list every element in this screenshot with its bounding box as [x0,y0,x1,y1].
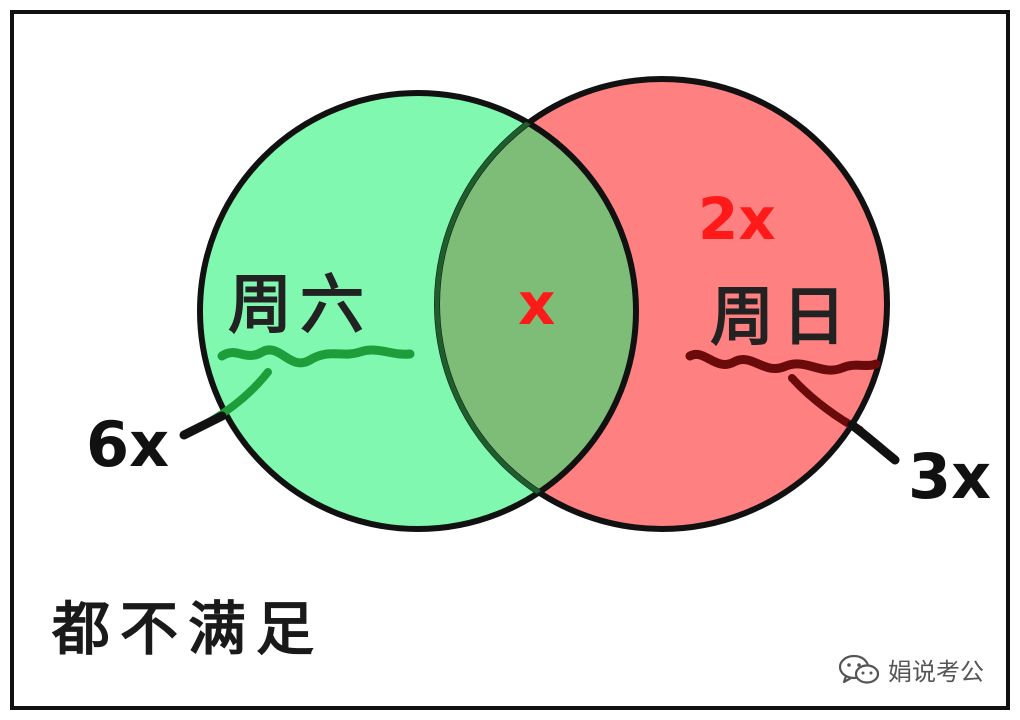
set-left-label: 周六 [228,269,372,343]
right-label-underline [685,349,881,375]
intersection-count-label: x [518,270,556,338]
right-count-pointer-tail [847,420,900,465]
intersection-region [437,93,636,529]
intersection-outline [434,93,636,529]
neither-label: 都不满足 [52,595,325,663]
set-left-count-label: 6x [86,408,170,481]
wechat-icon [838,654,880,684]
set-left-outline [197,90,639,532]
set-right-label: 周日 [710,281,854,355]
left-count-pointer-tail [179,411,227,440]
watermark-text: 娟说考公 [888,658,984,686]
left-label-underline [217,345,415,368]
right-only-count-label: 2x [698,185,776,253]
set-right-count-label: 3x [908,440,992,513]
watermark: 娟说考公 [838,652,984,687]
